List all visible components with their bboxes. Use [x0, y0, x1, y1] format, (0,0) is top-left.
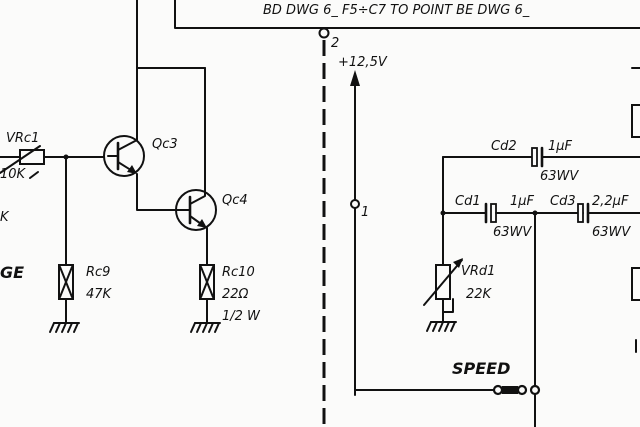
right-edge-partials: [631, 67, 640, 353]
qc4-transistor: Qc4: [175, 67, 248, 266]
edge-label-ge: GE: [0, 263, 24, 282]
supply-rail: +12,5V 1: [338, 55, 499, 396]
node-2-label: 2: [331, 36, 339, 51]
vrd1-ref: VRd1: [461, 264, 495, 279]
cd3-capacitor: Cd3 2,2μF 63WV: [550, 194, 640, 240]
qc3-ref: Qc3: [152, 137, 178, 152]
vrc1-suffix: K: [0, 210, 10, 225]
cd2-ref: Cd2: [491, 139, 517, 154]
node-1-label: 1: [361, 205, 369, 220]
vrc1-value: 10K: [0, 167, 27, 182]
node-2: 2: [318, 27, 339, 51]
cd2-value: 1μF: [548, 139, 573, 154]
cd1-rating: 63WV: [493, 225, 532, 240]
cd3-rating: 63WV: [592, 225, 631, 240]
cd2-capacitor: Cd2 1μF 63WV: [442, 139, 640, 184]
header-note: BD DWG 6_ F5÷C7 TO POINT BE DWG 6_: [263, 3, 530, 18]
vrd1-value: 22K: [466, 287, 493, 302]
rc10-power: 1/2 W: [222, 309, 261, 324]
speed-label: SPEED: [452, 359, 510, 378]
top-frame: [136, 0, 640, 69]
rc9-resistor: Rc9 47K: [49, 156, 113, 333]
rc10-value: 22Ω: [222, 287, 249, 302]
supply-label: +12,5V: [338, 55, 388, 70]
rc10-resistor: Rc10 22Ω 1/2 W: [190, 264, 261, 333]
cd1-capacitor: Cd1 1μF 63WV: [440, 156, 584, 240]
speed-connector: SPEED: [452, 212, 541, 427]
vrc1-ref: VRc1: [6, 131, 39, 146]
cd2-rating: 63WV: [540, 169, 579, 184]
vrd1-potentiometer: VRd1 22K: [423, 212, 495, 332]
qc3-transistor: Qc3: [103, 67, 206, 211]
vrc1-potentiometer: VRc1 10K K: [0, 131, 109, 225]
rc9-ref: Rc9: [86, 265, 110, 280]
rc9-value: 47K: [86, 287, 113, 302]
cd3-ref: Cd3: [550, 194, 576, 209]
cd3-value: 2,2μF: [592, 194, 629, 209]
cd1-ref: Cd1: [455, 194, 481, 209]
rc10-ref: Rc10: [222, 265, 255, 280]
cd1-value: 1μF: [510, 194, 535, 209]
qc4-ref: Qc4: [222, 193, 248, 208]
